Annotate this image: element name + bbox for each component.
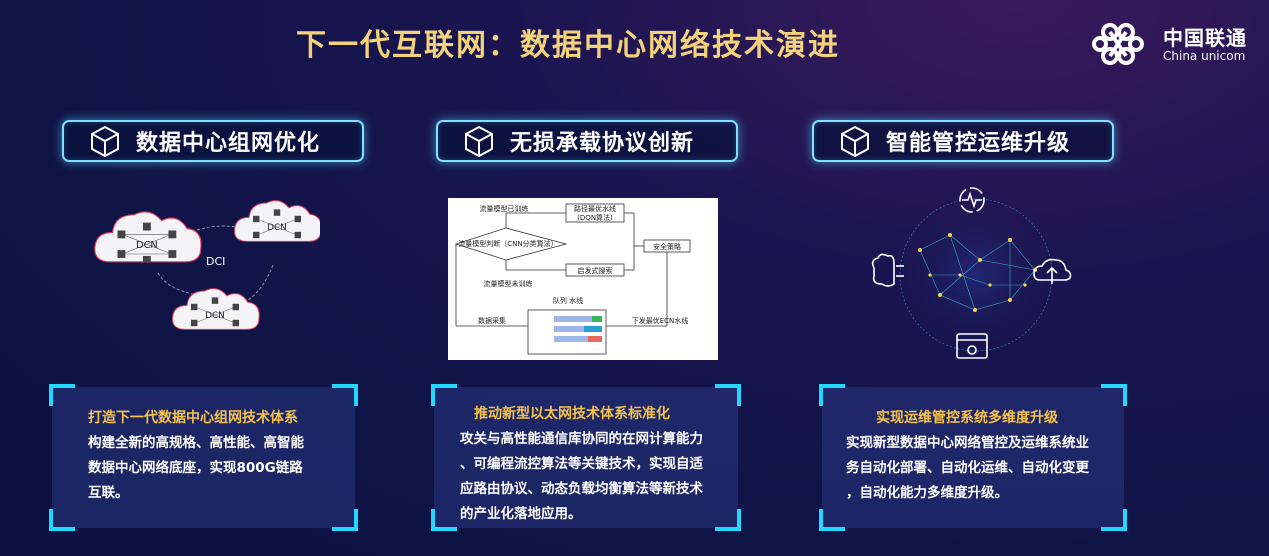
- card-ops: 实现运维管控系统多维度升级 实现新型数据中心网络管控及运维系统业 务自动化部署、…: [819, 384, 1127, 531]
- card-line: 的产业化落地应用。: [460, 506, 582, 522]
- cube-icon: [841, 126, 869, 157]
- label-untrained: 流量模型未训练: [484, 279, 533, 288]
- card-line: 务自动化部署、自动化运维、自动化变更: [846, 460, 1089, 476]
- dcn-cloud-1: DCN: [94, 211, 202, 263]
- card-title: 实现运维管控系统多维度升级: [876, 410, 1058, 426]
- card-body: 构建全新的高规格、高性能、高智能 数据中心网络底座，实现800G链路 互联。: [88, 431, 335, 506]
- card-body: 实现新型数据中心网络管控及运维系统业 务自动化部署、自动化运维、自动化变更 ，自…: [846, 431, 1114, 506]
- card-protocol: 推动新型以太网技术体系标准化 攻关与高性能通信库协同的在网计算能力 、可编程流控…: [431, 384, 741, 531]
- card-title: 打造下一代数据中心组网技术体系: [88, 410, 298, 426]
- label-queue: 队列 水线: [553, 296, 583, 305]
- page-title: 下一代互联网：数据中心网络技术演进: [296, 28, 840, 63]
- label-dqn: (DQN算法): [577, 213, 613, 222]
- label-classify: 流量模型判断（CNN分类算法）: [458, 239, 557, 248]
- card-title: 推动新型以太网技术体系标准化: [474, 406, 670, 422]
- cloud-upload-icon: [1033, 258, 1072, 284]
- column-heading-label: 无损承载协议创新: [510, 131, 695, 156]
- dcn-label: DCN: [136, 240, 158, 251]
- card-line: 实现新型数据中心网络管控及运维系统业: [846, 435, 1089, 451]
- label-issue: 下发最优ECN水线: [632, 316, 689, 325]
- card-body: 攻关与高性能通信库协同的在网计算能力 、可编程流控算法等关键技术，实现自适 应路…: [460, 427, 732, 527]
- card-line: 、可编程流控算法等关键技术，实现自适: [460, 456, 703, 472]
- china-unicom-logo-icon: [1092, 23, 1144, 65]
- queue-bars: [554, 316, 602, 342]
- dcn-label: DCN: [267, 223, 287, 233]
- card-line: 数据中心网络底座，实现800G链路: [88, 460, 303, 476]
- logo-text-cn: 中国联通: [1163, 26, 1247, 50]
- label-traffic-model: 流量模型已训练: [480, 204, 529, 213]
- label-safety: 安全策略: [653, 242, 681, 251]
- dcn-label: DCN: [205, 311, 225, 321]
- card-line: 互联。: [88, 485, 129, 501]
- network-globe-diagram: [871, 187, 1072, 359]
- dcn-cloud-diagram: DCN DCN DCN DCI: [94, 200, 320, 330]
- flow-diagram: 流量模型已训练 路径最优水线 (DQN算法) 流量模型判断（CNN分类算法） 安…: [448, 198, 718, 360]
- logo-text-en: China unicom: [1163, 49, 1246, 63]
- card-line: ，自动化能力多维度升级。: [846, 485, 1008, 501]
- card-line: 攻关与高性能通信库协同的在网计算能力: [460, 431, 703, 447]
- card-dcn: 打造下一代数据中心组网技术体系 构建全新的高规格、高性能、高智能 数据中心网络底…: [49, 384, 358, 531]
- dcn-cloud-3: DCN: [171, 288, 260, 330]
- column-heading-label: 智能管控运维升级: [886, 131, 1071, 156]
- card-line: 构建全新的高规格、高性能、高智能: [88, 435, 304, 451]
- label-route-opt: 路径最优水线: [574, 204, 616, 213]
- column-heading-dcn: 数据中心组网优化: [62, 120, 364, 162]
- dci-label: DCI: [206, 255, 225, 268]
- settings-window-icon: [956, 333, 988, 359]
- column-heading-protocol: 无损承载协议创新: [436, 120, 738, 162]
- cube-icon: [465, 126, 493, 157]
- pulse-monitor-icon: [959, 187, 985, 213]
- card-line: 应路由协议、动态负载均衡算法等新技术: [460, 481, 703, 497]
- label-heuristic: 启发式搜索: [578, 266, 613, 275]
- cube-icon: [91, 126, 119, 157]
- column-heading-ops: 智能管控运维升级: [812, 120, 1114, 162]
- brain-icon: [871, 253, 904, 287]
- dcn-cloud-2: DCN: [233, 200, 320, 242]
- label-collect: 数据采集: [478, 316, 506, 325]
- column-heading-label: 数据中心组网优化: [136, 131, 321, 156]
